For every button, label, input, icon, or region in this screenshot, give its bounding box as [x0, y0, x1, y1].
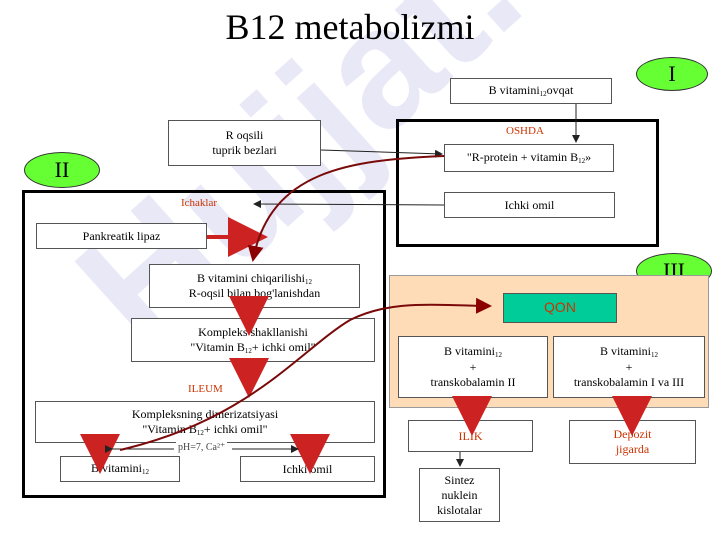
badge-i: I [636, 57, 708, 91]
box-transcobalamin-i-iii: B vitamini12 + transkobalamin I va III [553, 336, 705, 398]
box-release: B vitamini chiqarilishi12 R-oqsil bilan … [149, 264, 360, 308]
page-title: B12 metabolizmi [225, 7, 475, 47]
label-ph: pH=7, Ca²⁺ [176, 442, 228, 453]
box-sintez: Sintez nuklein kislotalar [419, 468, 500, 522]
label-qon: QON [503, 293, 617, 323]
label-ichaklar: Ichaklar [181, 197, 218, 209]
box-food: B vitamini12ovqat [450, 78, 612, 104]
box-pancreatic-lipase: Pankreatik lipaz [36, 223, 207, 249]
box-depozit: Depozit jigarda [569, 420, 696, 464]
badge-ii: II [24, 152, 100, 188]
curve-stomach-to-intestine [247, 155, 445, 262]
label-ileum: ILEUM [188, 383, 223, 395]
box-r-complex: "R-protein + vitamin B12» [444, 144, 614, 172]
arrow-rprotein-to-complex [320, 149, 443, 158]
box-transcobalamin-ii: B vitamini12 + transkobalamin II [398, 336, 548, 398]
box-r-protein: R oqsili tuprik bezlari [168, 120, 321, 166]
arrow-if-to-intestine [253, 200, 445, 209]
curve-ileum-to-blood [119, 297, 492, 451]
label-oshda: OSHDA [506, 125, 544, 137]
stomach-frame [396, 119, 659, 247]
box-intrinsic-factor: Ichki omil [444, 192, 615, 218]
intestine-frame [22, 190, 386, 498]
